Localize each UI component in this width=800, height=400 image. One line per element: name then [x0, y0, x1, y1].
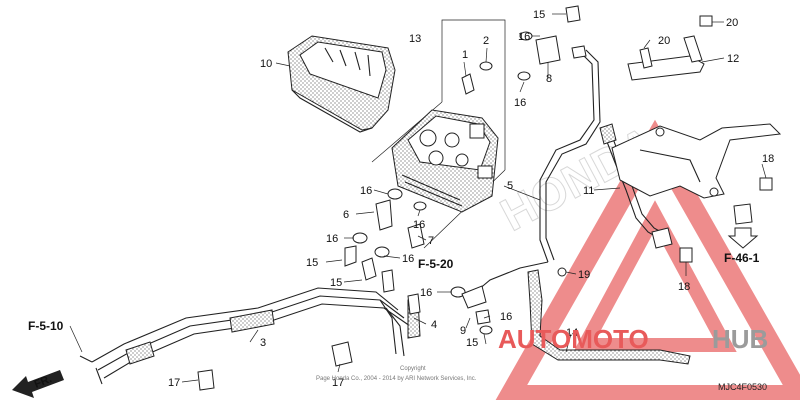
- bolts-right: [679, 15, 773, 263]
- callout-16-g: 16: [518, 31, 530, 43]
- callout-10: 10: [260, 58, 272, 70]
- callout-17-b: 17: [332, 377, 344, 389]
- callout-15-a: 15: [306, 257, 318, 269]
- brake-pipe-5: [477, 49, 601, 291]
- brake-hose-14: [527, 269, 691, 365]
- callout-1: 1: [462, 49, 468, 61]
- callout-4: 4: [431, 319, 437, 331]
- callout-12: 12: [727, 53, 739, 65]
- callout-20-a: 20: [658, 35, 670, 47]
- callout-5: 5: [507, 180, 513, 192]
- reference-label-f461: F-46-1: [724, 251, 760, 265]
- abs-cover-part: [287, 35, 396, 133]
- callout-6: 6: [343, 209, 349, 221]
- callout-20-b: 20: [726, 17, 738, 29]
- copyright-line-2: Page Honda Co., 2004 - 2014 by ARI Netwo…: [316, 376, 477, 382]
- watermark-triangle-logo: [495, 119, 800, 400]
- callout-16-b: 16: [326, 233, 338, 245]
- callout-15-c: 15: [533, 9, 545, 21]
- brake-pipe-assembly-3: [79, 287, 421, 385]
- callout-15-b: 15: [330, 277, 342, 289]
- callout-9: 9: [460, 325, 466, 337]
- watermark-text-automoto: AUTOMOTO: [498, 324, 649, 354]
- callout-16-f: 16: [514, 97, 526, 109]
- diagram-code: MJC4F0530: [718, 382, 767, 392]
- callout-18-b: 18: [678, 281, 690, 293]
- sensor-cap-2: [479, 47, 493, 71]
- callout-18-a: 18: [762, 153, 774, 165]
- callout-17-a: 17: [168, 377, 180, 389]
- callout-2: 2: [483, 35, 489, 47]
- callout-8: 8: [546, 73, 552, 85]
- callout-16-h: 16: [500, 311, 512, 323]
- copyright-line-1: Copyright: [400, 366, 426, 372]
- callout-11: 11: [583, 185, 594, 197]
- callout-14: 14: [566, 327, 578, 339]
- abs-modulator-unit: [391, 109, 499, 213]
- watermark-text-hub: HUB: [712, 324, 768, 354]
- callout-numbers: 1 2 3 4 5 6 7 8 9 10 11 12 13 14 15 15 1…: [168, 9, 774, 389]
- banjo-fittings-left: [344, 188, 427, 315]
- leader-lines: [69, 13, 767, 383]
- front-direction-arrow: [12, 370, 64, 398]
- hose-clamp-17a: [197, 369, 215, 391]
- callout-19: 19: [578, 269, 590, 281]
- reference-label-f520: F-5-20: [418, 257, 454, 271]
- fittings-lower-middle: [450, 267, 567, 335]
- callout-7: 7: [428, 235, 434, 247]
- callout-13: 13: [409, 33, 421, 45]
- callout-16-e: 16: [413, 219, 425, 231]
- callout-3: 3: [260, 337, 266, 349]
- callout-16-d: 16: [420, 287, 432, 299]
- reference-label-f510: F-5-10: [28, 319, 64, 333]
- reference-arrow-f461: [727, 227, 759, 249]
- callout-15-d: 15: [466, 337, 478, 349]
- callout-16-a: 16: [360, 185, 372, 197]
- hose-clamp-17b: [331, 341, 353, 367]
- pipe-stay-bracket-12: [627, 35, 705, 81]
- banjo-fitting-8: [517, 5, 587, 81]
- sensor-bolt-1: [461, 61, 475, 95]
- frame-bracket: [611, 123, 782, 199]
- callout-16-c: 16: [402, 253, 414, 265]
